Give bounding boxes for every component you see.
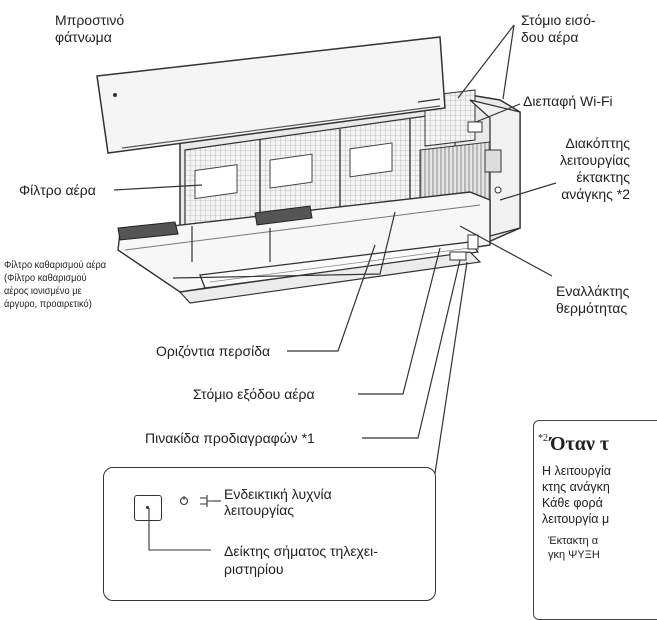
legend-graphics <box>148 495 221 551</box>
note-sub-line: Έκτακτη α <box>548 535 599 547</box>
cleaning-filter-right <box>254 205 313 226</box>
cleaning-filter-left <box>117 221 179 241</box>
leader-lines <box>113 24 557 481</box>
remote-sensor-label: Δείκτης σήματος τηλεχει-ριστηρίου <box>224 543 378 577</box>
remote-sensor-window <box>134 495 162 521</box>
note-sub-line: γκη ΨΥΞΗ <box>548 549 600 561</box>
air-outlet-label: Στόμιο εξόδου αέρα <box>193 386 315 402</box>
note-line: Η λειτουργία <box>542 464 612 478</box>
note-line: λειτουργία μ <box>542 512 610 526</box>
spec-plate-label: Πινακίδα προδιαγραφών *1 <box>145 430 315 446</box>
air-filter-label: Φίλτρο αέρα <box>19 182 96 198</box>
air-conditioner-illustration <box>96 24 557 481</box>
horizontal-louver-label: Οριζόντια περσίδα <box>156 343 271 359</box>
wifi-interface-label: Διεπαφή Wi-Fi <box>523 93 613 109</box>
front-panel-shape <box>96 36 446 154</box>
cleaning-filter-label: Φίλτρο καθαρισμού αέρα(Φίλτρο καθαρισμού… <box>4 259 107 310</box>
note-line: κτης ανάγκη <box>542 480 610 494</box>
spec-plate-shape <box>449 251 467 261</box>
note-line: Κάθε φορά <box>542 496 603 510</box>
air-inlet-label: Στόμιο εισό-δου αέρα <box>521 12 596 45</box>
